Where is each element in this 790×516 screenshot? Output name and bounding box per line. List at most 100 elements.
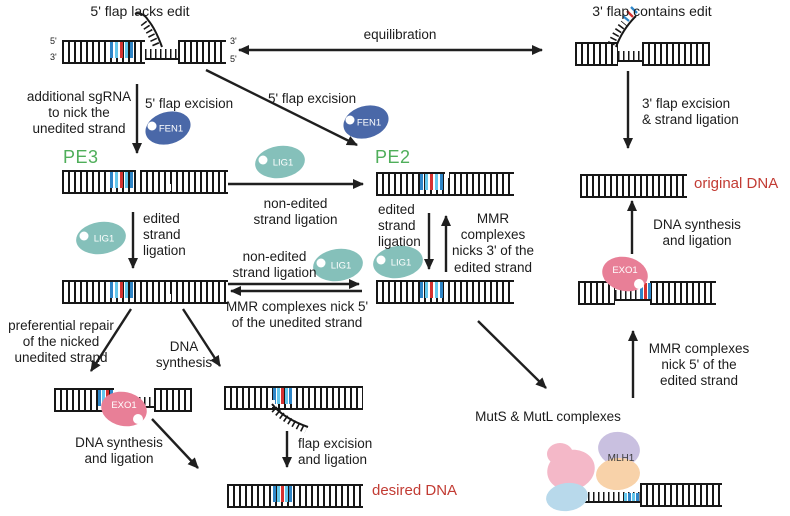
dna-duplex bbox=[642, 42, 710, 66]
strand-end-label: 5' bbox=[230, 54, 237, 64]
lig1-blob: LIG1 bbox=[255, 145, 305, 179]
dna-single-strand bbox=[618, 51, 642, 62]
pe3-label: PE3 bbox=[63, 147, 99, 167]
lig1-blob: LIG1 bbox=[373, 245, 423, 279]
dna-duplex bbox=[154, 388, 192, 412]
edit-mark bbox=[120, 282, 123, 298]
dna-pe3-top bbox=[62, 169, 228, 194]
fen1-blob: FEN1 bbox=[343, 105, 389, 139]
top-right-title: 3' flap contains edit bbox=[592, 3, 712, 19]
edit-mark bbox=[125, 172, 128, 188]
dna-duplex bbox=[578, 281, 615, 305]
edit-mark bbox=[115, 172, 118, 188]
arrow-pe2-to-muts bbox=[477, 320, 547, 389]
desired-dna-label: desired DNA bbox=[372, 482, 458, 499]
exo1-blob: EXO1 bbox=[602, 256, 648, 292]
lig1-blob: LIG1 bbox=[76, 221, 126, 255]
dna-synthesis-label: DNA synthesis bbox=[155, 339, 213, 371]
flap-3prime-edited bbox=[607, 6, 638, 48]
dna-duplex bbox=[650, 281, 716, 305]
additional-sgrna-label: additional sgRNA to nick the unedited st… bbox=[26, 89, 132, 137]
dna-pe2-top bbox=[376, 171, 514, 196]
arrow-dna-synthesis bbox=[181, 308, 222, 367]
edit-mark bbox=[285, 486, 288, 502]
edit-mark bbox=[430, 282, 433, 298]
edit-mark bbox=[285, 388, 288, 404]
mmr-nick5-unedited-label: MMR complexes nick 5' of the unedited st… bbox=[225, 299, 369, 331]
edit-mark bbox=[115, 282, 118, 298]
nick-top-strand bbox=[136, 169, 140, 176]
edit-mark bbox=[440, 282, 443, 298]
edit-mark bbox=[632, 493, 635, 501]
mmr-nicks3-edited-label: MMR complexes nicks 3' of the edited str… bbox=[451, 211, 535, 275]
fen1-label: FEN1 bbox=[357, 118, 381, 129]
exo1-blob: EXO1 bbox=[101, 391, 147, 427]
dna-desired bbox=[227, 484, 363, 508]
muts-blob bbox=[547, 449, 595, 491]
edit-mark bbox=[281, 486, 284, 502]
edit-mark bbox=[430, 174, 433, 190]
edit-mark bbox=[110, 282, 113, 298]
dna-flap-intermediate bbox=[224, 386, 363, 410]
dna-synthesis-ligation-left-label: DNA synthesis and ligation bbox=[75, 435, 163, 467]
edit-mark bbox=[435, 174, 438, 190]
nick-bottom-strand bbox=[167, 184, 171, 191]
dna-pe2-ligated bbox=[376, 280, 514, 304]
lig1-label: LIG1 bbox=[273, 158, 294, 169]
dna-pe3-ligated bbox=[62, 280, 228, 304]
edit-mark bbox=[425, 174, 428, 190]
lig1-label: LIG1 bbox=[94, 234, 115, 245]
edit-mark bbox=[98, 390, 101, 406]
dna-mmr-complex bbox=[578, 483, 722, 507]
dna-duplex bbox=[224, 386, 363, 410]
nick-bottom-strand bbox=[167, 294, 171, 301]
nonedited-ligation-mid-label: non-edited strand ligation bbox=[232, 249, 317, 281]
equilibration-label: equilibration bbox=[363, 27, 437, 42]
edit-mark bbox=[628, 493, 631, 501]
dna-duplex bbox=[640, 483, 722, 507]
edit-mark bbox=[273, 486, 276, 502]
arrow-preferential-repair bbox=[89, 308, 133, 372]
muts-blue-blob bbox=[546, 482, 588, 512]
mutl-peach-blob bbox=[596, 457, 640, 491]
dna-duplex bbox=[178, 40, 226, 64]
mlh1-blob bbox=[598, 431, 640, 467]
arrow-flap-excision-to-pe2 bbox=[205, 68, 358, 147]
edit-mark bbox=[110, 42, 113, 58]
dna-single-strand bbox=[615, 290, 650, 301]
dna-duplex bbox=[62, 170, 228, 194]
dna-exo1-right bbox=[578, 281, 716, 305]
dna-original bbox=[580, 174, 687, 198]
dna-synthesis-ligation-right-label: DNA synthesis and ligation bbox=[653, 217, 741, 249]
strand-end-label: 5' bbox=[50, 36, 57, 46]
edit-mark bbox=[130, 282, 133, 298]
nonedited-ligation-top-label: non-edited strand ligation bbox=[253, 196, 338, 228]
edit-mark bbox=[281, 388, 284, 404]
edit-mark bbox=[277, 486, 280, 502]
fen1-label: FEN1 bbox=[159, 124, 183, 135]
edited-ligation-pe2-label: edited strand ligation bbox=[378, 202, 421, 250]
top-left-title: 5' flap lacks edit bbox=[90, 3, 190, 19]
edit-mark bbox=[648, 283, 651, 299]
edit-mark bbox=[125, 42, 128, 58]
strand-end-label: 3' bbox=[230, 36, 237, 46]
edit-mark bbox=[125, 282, 128, 298]
exo1-label: EXO1 bbox=[111, 400, 136, 411]
edit-mark bbox=[102, 390, 105, 406]
dna-duplex bbox=[62, 280, 228, 304]
edit-mark bbox=[435, 282, 438, 298]
edit-mark bbox=[644, 283, 647, 299]
edit-mark bbox=[130, 172, 133, 188]
exo1-label: EXO1 bbox=[612, 265, 637, 276]
edit-mark bbox=[420, 174, 423, 190]
mlh1-label: MLH1 bbox=[608, 453, 635, 464]
dna-top-left bbox=[62, 40, 226, 64]
edit-mark bbox=[120, 42, 123, 58]
edit-mark bbox=[636, 493, 639, 501]
edit-mark bbox=[640, 283, 643, 299]
flap-5prime bbox=[134, 12, 163, 48]
preferential-repair-label: preferential repair of the nicked unedit… bbox=[8, 318, 114, 366]
dna-duplex bbox=[376, 280, 514, 304]
